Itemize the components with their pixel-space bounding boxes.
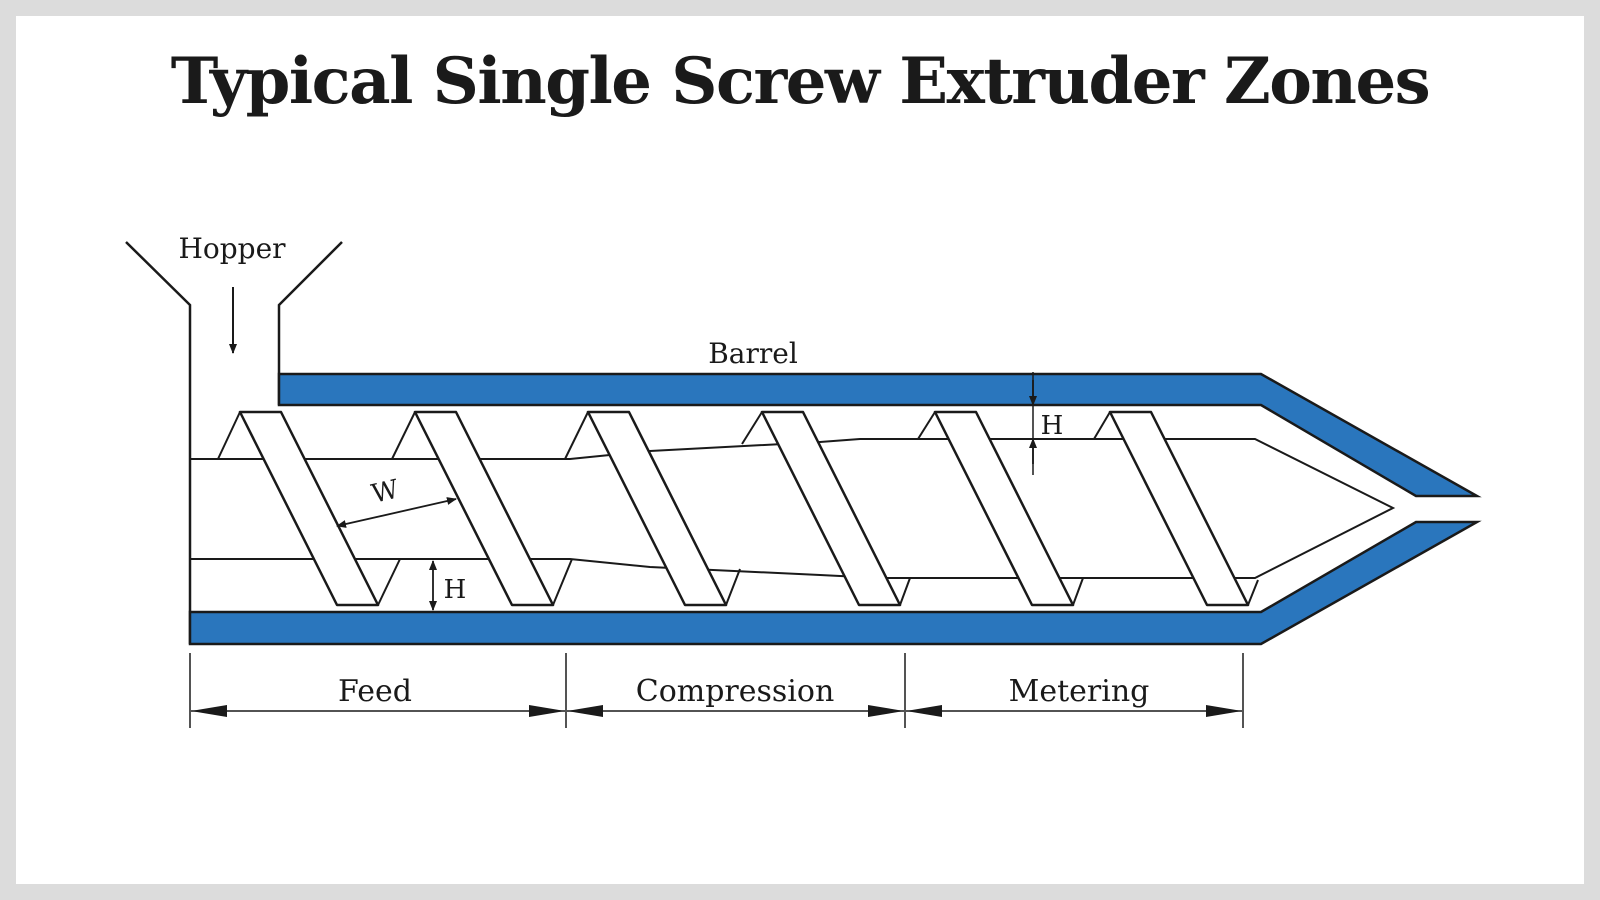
metering-height-label: H bbox=[1041, 411, 1064, 441]
flight-flanks bbox=[217, 411, 1259, 606]
barrel-label: Barrel bbox=[708, 337, 798, 370]
zone-label-feed: Feed bbox=[338, 674, 412, 709]
hopper bbox=[125, 241, 343, 644]
barrel-bottom-wall bbox=[188, 520, 1482, 646]
barrel-top-wall bbox=[277, 372, 1482, 498]
width-dimension-arrow bbox=[336, 497, 457, 528]
zone-boundaries bbox=[189, 653, 1244, 728]
width-label: W bbox=[369, 475, 402, 510]
flight-1 bbox=[238, 410, 380, 607]
flight-6 bbox=[1108, 410, 1250, 607]
page-title: Typical Single Screw Extruder Zones bbox=[170, 44, 1431, 119]
flight-3 bbox=[586, 410, 728, 607]
feed-height-label: H bbox=[444, 575, 467, 605]
hopper-label: Hopper bbox=[178, 232, 286, 265]
zone-label-metering: Metering bbox=[1009, 674, 1150, 709]
zone-label-compression: Compression bbox=[636, 674, 835, 709]
flight-2 bbox=[413, 410, 555, 607]
